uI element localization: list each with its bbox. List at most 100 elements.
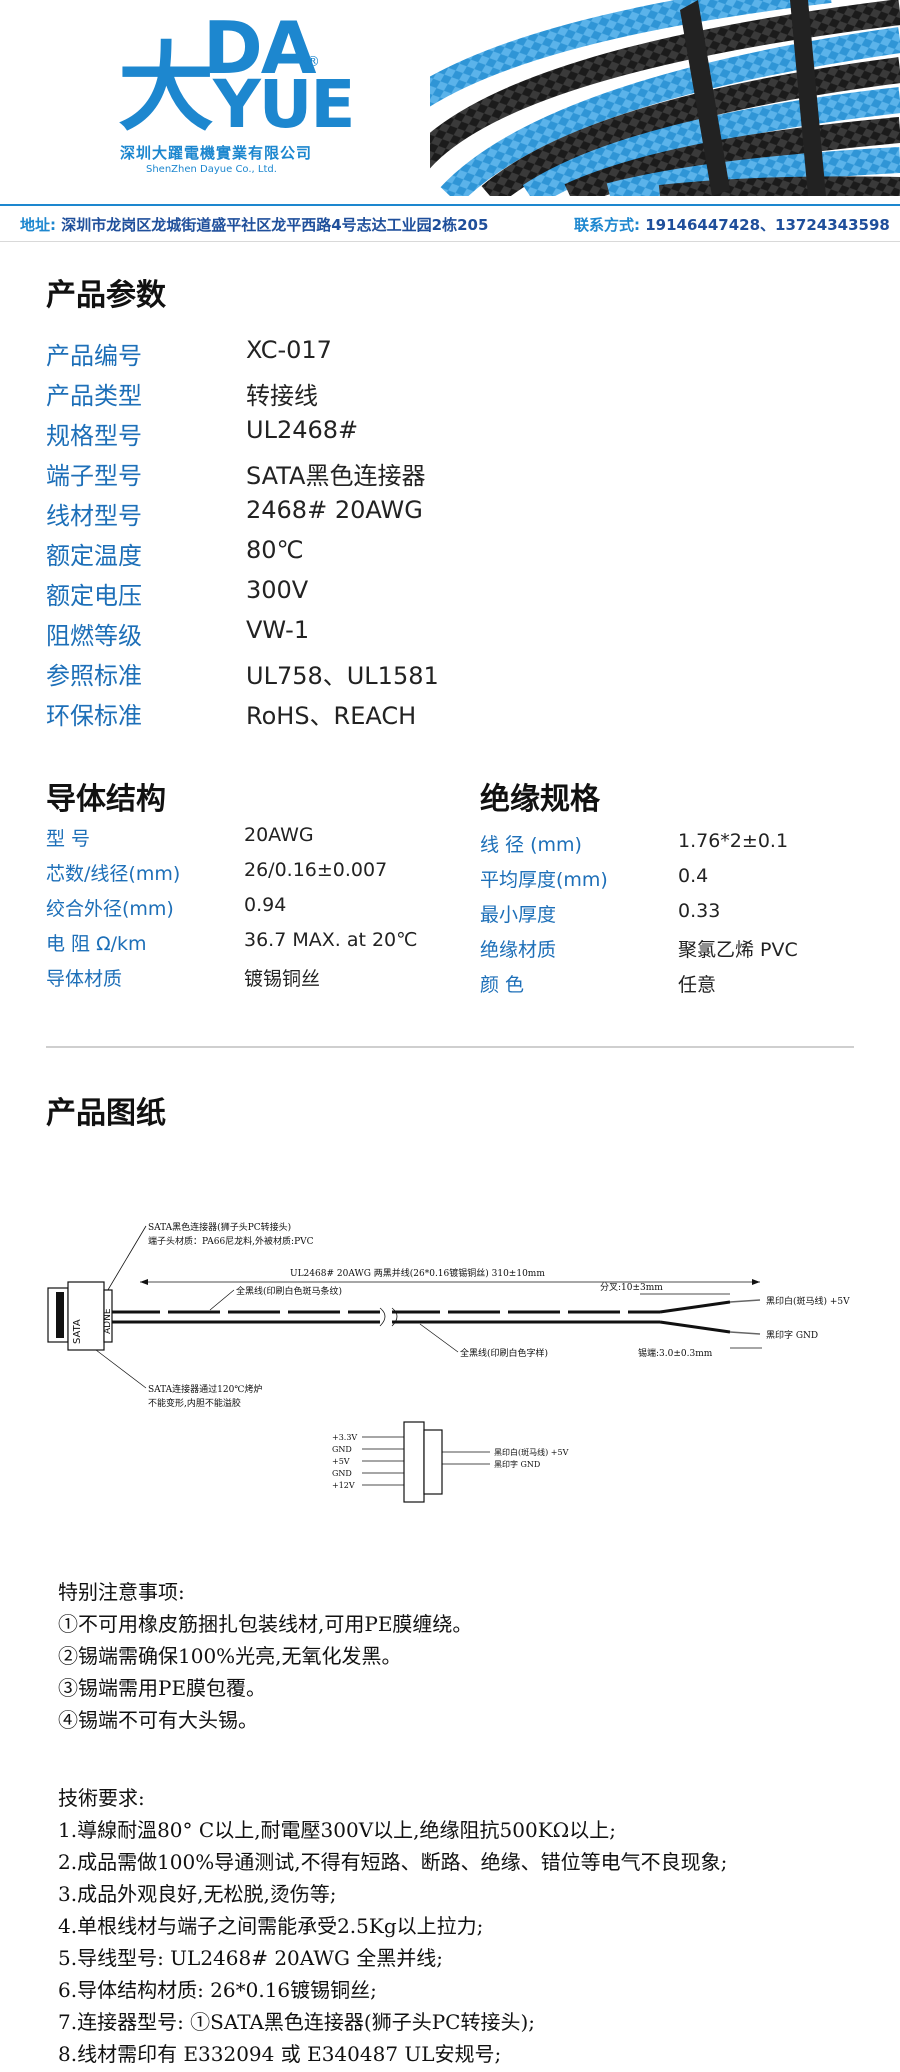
tech-line: 7.连接器型号: ①SATA黑色连接器(狮子头PC转接头); — [58, 2010, 536, 2034]
conductor-key: 电 阻 Ω/km — [46, 933, 147, 955]
param-value: RoHS、REACH — [246, 702, 417, 730]
special-notes: 特别注意事项: ①不可用橡皮筋捆扎包装线材,可用PE膜缠绕。 ②锡端需确保100… — [58, 1576, 472, 1736]
param-value: 300V — [246, 576, 309, 604]
address-text: 深圳市龙岗区龙城街道盛平社区龙平西路4号志达工业园2栋205 — [61, 216, 489, 234]
contact-label: 联系方式: — [574, 216, 640, 234]
header-banner: DA 大 YUE ® 深圳大躍電機實業有限公司 ShenZhen Dayue C… — [0, 0, 900, 196]
split-label: 分叉:10±3mm — [600, 1282, 663, 1293]
param-key: 线材型号 — [46, 502, 142, 530]
tech-requirements: 技術要求: 1.導線耐溫80° C以上,耐電壓300V以上,绝缘阻抗500KΩ以… — [58, 1782, 727, 2070]
cable-drawing: SATA黑色连接器(狮子头PC转接头) 端子头材质：PA66尼龙料,外被材质:P… — [47, 1221, 850, 1503]
conductor-key: 导体材质 — [46, 968, 123, 990]
param-value: 80℃ — [246, 536, 304, 564]
registered-mark: ® — [306, 54, 320, 70]
conductor-key: 绞合外径(mm) — [46, 898, 174, 920]
tech-line: 3.成品外观良好,无松脱,烫伤等; — [58, 1882, 337, 1906]
insulation-value: 0.33 — [678, 900, 721, 922]
param-key: 产品类型 — [46, 382, 142, 410]
param-value: UL758、UL1581 — [246, 662, 439, 690]
out1-label: 黑印白(斑马线) +5V — [766, 1295, 850, 1307]
param-value: 2468# 20AWG — [246, 496, 423, 524]
contact-group: 联系方式: 19146447428、13724343598 — [574, 214, 890, 235]
pin-label: +3.3V — [332, 1433, 357, 1442]
wire1-label: 全黑线(印刷白色斑马条纹) — [236, 1285, 342, 1297]
note-line: ④锡端不可有大头锡。 — [58, 1708, 258, 1732]
company-logo: DA 大 YUE ® 深圳大躍電機實業有限公司 ShenZhen Dayue C… — [118, 6, 355, 175]
param-key: 阻燃等级 — [46, 622, 142, 650]
wire-pair — [112, 1299, 761, 1335]
tech-line: 8.线材需印有 E332094 或 E340487 UL安规号; — [58, 2042, 502, 2066]
param-key: 环保标准 — [46, 702, 142, 730]
logo-da: DA — [203, 6, 316, 90]
note-line: ②锡端需确保100%光亮,无氧化发黑。 — [58, 1644, 402, 1668]
logo-yue: YUE — [213, 66, 355, 143]
note-line: ①不可用橡皮筋捆扎包装线材,可用PE膜缠绕。 — [58, 1612, 473, 1636]
tech-line: 4.单根线材与端子之间需能承受2.5Kg以上拉力; — [58, 1914, 484, 1938]
insulation-title: 绝缘规格 — [480, 782, 600, 817]
pin-label: GND — [332, 1445, 352, 1454]
param-key: 额定温度 — [46, 542, 142, 570]
pin-label: +12V — [332, 1481, 355, 1490]
conductor-value: 20AWG — [244, 824, 314, 846]
pin-label: GND — [332, 1469, 352, 1478]
insulation-key: 平均厚度(mm) — [480, 869, 608, 891]
tech-line: 5.导线型号: UL2468# 20AWG 全黑并线; — [58, 1946, 444, 1970]
connector-note2: 端子头材质：PA66尼龙料,外被材质:PVC — [148, 1235, 314, 1247]
leader-line — [209, 1289, 235, 1311]
connector-note1: SATA黑色连接器(狮子头PC转接头) — [148, 1221, 291, 1233]
connector-label: SATA — [72, 1319, 83, 1344]
drawing-title: 产品图纸 — [46, 1096, 166, 1131]
param-key: 规格型号 — [46, 422, 142, 450]
conductor-value: 0.94 — [244, 894, 287, 916]
out2-label: 黑印字 GND — [766, 1329, 818, 1341]
conductor-key: 芯数/线径(mm) — [46, 863, 181, 885]
insulation-key: 线 径 (mm) — [480, 834, 582, 856]
param-key: 额定电压 — [46, 582, 142, 610]
conductor-title: 导体结构 — [46, 782, 166, 817]
conductor-value: 26/0.16±0.007 — [244, 859, 388, 881]
param-key: 端子型号 — [46, 462, 142, 490]
pin-label: +5V — [332, 1457, 350, 1466]
param-key: 参照标准 — [46, 662, 142, 690]
insulation-key: 最小厚度 — [480, 904, 557, 926]
tech-line: 1.導線耐溫80° C以上,耐電壓300V以上,绝缘阻抗500KΩ以上; — [58, 1818, 616, 1842]
sata-connector: SATA ADNE — [47, 1281, 113, 1351]
leader-line — [95, 1349, 147, 1389]
note-line: ③锡端需用PE膜包覆。 — [58, 1676, 267, 1700]
tech-line: 6.导体结构材质: 26*0.16镀锡铜丝; — [58, 1978, 377, 2002]
insulation-key: 绝缘材质 — [480, 939, 557, 961]
oven-note1: SATA连接器通过120℃烤炉 — [148, 1383, 262, 1395]
wire2-label: 全黑线(印刷白色字样) — [460, 1347, 548, 1359]
param-value: VW-1 — [246, 616, 310, 644]
insulation-value: 聚氯乙烯 PVC — [678, 939, 798, 961]
conductor-key: 型 号 — [46, 828, 91, 850]
params-title: 产品参数 — [46, 278, 166, 313]
cable-spec: UL2468# 20AWG 两黑并线(26*0.16镀锡铜丝) 310±10mm — [290, 1267, 545, 1279]
adne-label: ADNE — [103, 1308, 113, 1334]
param-value: XC-017 — [246, 336, 332, 364]
pin-out1: 黑印白(斑马线) +5V — [494, 1447, 569, 1457]
section-divider — [46, 1046, 854, 1048]
tech-line: 2.成品需做100%导通测试,不得有短路、断路、绝缘、错位等电气不良现象; — [58, 1850, 728, 1874]
contact-rule — [0, 241, 900, 242]
company-name-cn: 深圳大躍電機實業有限公司 — [120, 144, 313, 162]
address-label: 地址: — [20, 216, 56, 234]
insulation-key: 颜 色 — [480, 974, 525, 996]
param-value: 转接线 — [246, 382, 318, 410]
braided-cable-photo — [430, 0, 900, 196]
tech-title: 技術要求: — [58, 1786, 145, 1810]
oven-note2: 不能变形,内胆不能溢胶 — [148, 1397, 241, 1409]
pin-out2: 黑印字 GND — [494, 1459, 540, 1469]
leader-line — [419, 1323, 459, 1353]
param-value: UL2468# — [246, 416, 359, 444]
phone-numbers: 19146447428、13724343598 — [645, 216, 890, 234]
header-rule — [0, 204, 900, 206]
logo-da-chinese: 大 — [118, 32, 214, 144]
insulation-value: 0.4 — [678, 865, 709, 887]
conductor-value: 镀锡铜丝 — [244, 968, 321, 990]
tin-label: 锡端:3.0±0.3mm — [638, 1347, 713, 1359]
insulation-value: 1.76*2±0.1 — [678, 830, 789, 852]
conductor-value: 36.7 MAX. at 20℃ — [244, 929, 418, 951]
insulation-value: 任意 — [678, 974, 717, 996]
note-title: 特别注意事项: — [58, 1580, 185, 1604]
